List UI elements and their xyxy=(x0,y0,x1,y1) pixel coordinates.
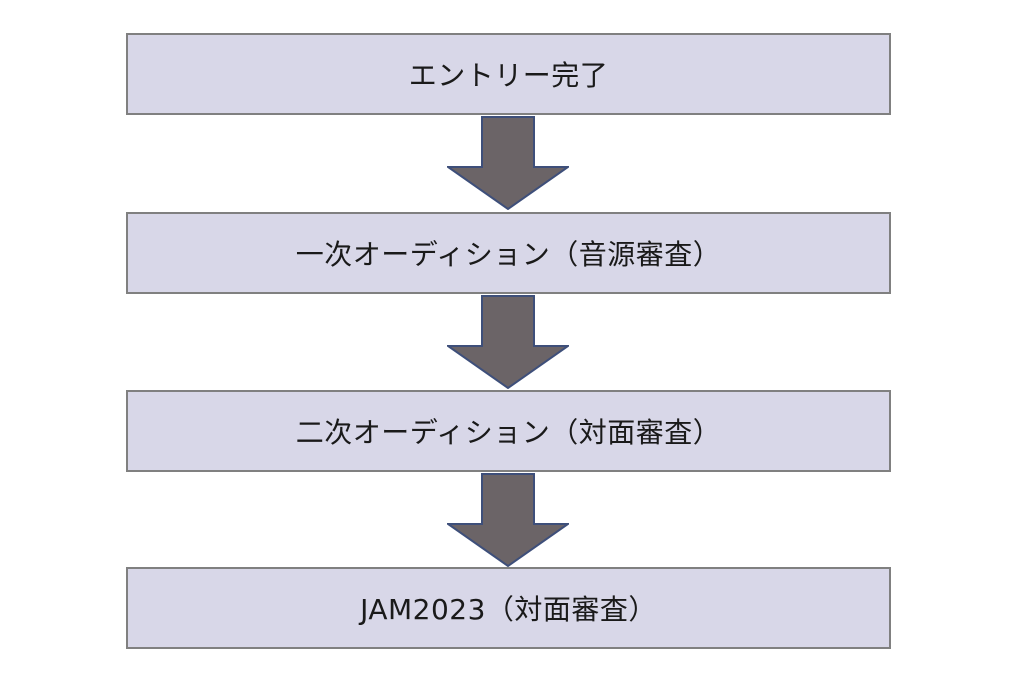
down-arrow-icon xyxy=(447,473,569,567)
step-label: JAM2023（対面審査） xyxy=(360,593,657,626)
step-second-audition: 二次オーディション（対面審査） xyxy=(126,390,891,472)
step-label: 一次オーディション（音源審査） xyxy=(295,238,722,271)
step-entry-complete: エントリー完了 xyxy=(126,33,891,115)
down-arrow-icon xyxy=(447,116,569,210)
down-arrow-icon xyxy=(447,295,569,389)
step-jam2023: JAM2023（対面審査） xyxy=(126,567,891,649)
step-label: エントリー完了 xyxy=(408,59,609,92)
step-label: 二次オーディション（対面審査） xyxy=(295,416,722,449)
step-first-audition: 一次オーディション（音源審査） xyxy=(126,212,891,294)
